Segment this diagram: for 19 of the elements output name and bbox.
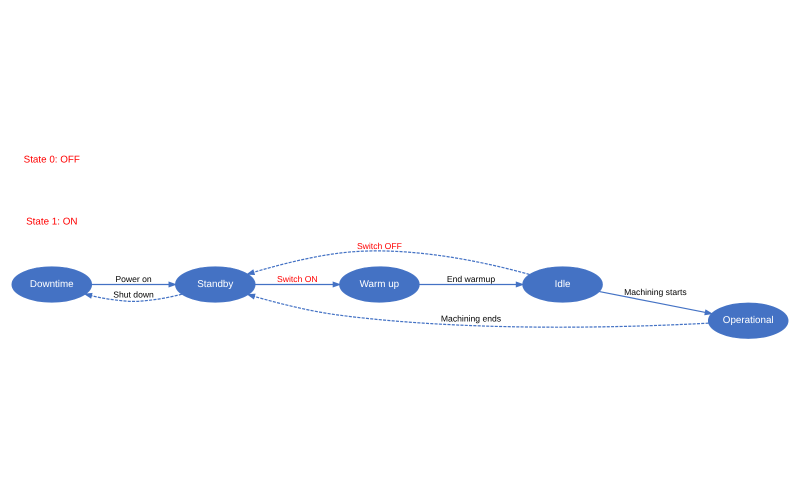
label: State 0: OFF bbox=[24, 154, 80, 166]
arrow bbox=[83, 292, 182, 302]
label: State 1: ON bbox=[26, 216, 78, 228]
edge-label: Machining starts bbox=[624, 287, 687, 298]
node-ellipse: Warm up bbox=[339, 266, 420, 303]
arrow bbox=[92, 281, 178, 288]
edge-label: Power on bbox=[115, 274, 152, 284]
arrow bbox=[599, 290, 714, 316]
arrow bbox=[246, 294, 709, 328]
node-ellipse: Idle bbox=[522, 266, 603, 303]
arrow bbox=[246, 250, 530, 276]
node-ellipse: Operational bbox=[708, 302, 788, 339]
edge-label: Switch OFF bbox=[356, 240, 402, 251]
arrow bbox=[420, 281, 524, 288]
arrow bbox=[255, 281, 342, 288]
edge-label: End warmup bbox=[446, 274, 496, 284]
edge-label: Shut down bbox=[113, 289, 154, 300]
edge-label: Switch ON bbox=[277, 274, 318, 284]
edge-label: Machining ends bbox=[440, 313, 502, 324]
